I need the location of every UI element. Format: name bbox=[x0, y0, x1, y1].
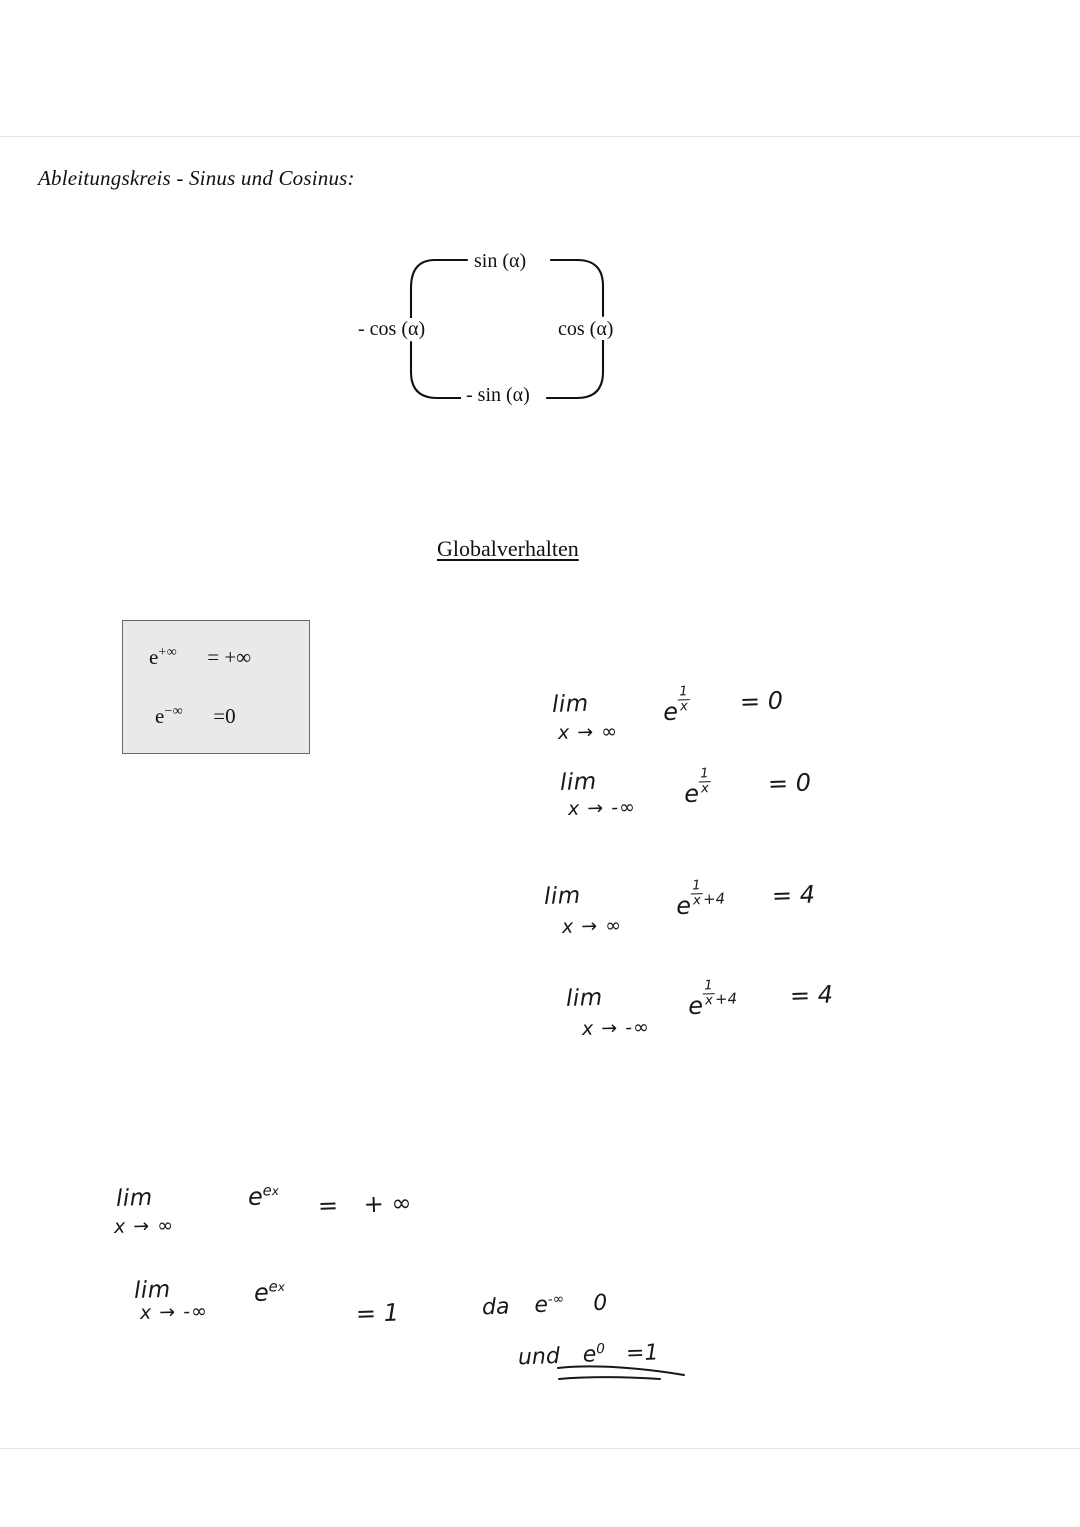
fact-equals: = bbox=[207, 645, 220, 669]
handwritten-limit-3-result: = 4 bbox=[772, 881, 816, 910]
fraction-numerator: 1 bbox=[702, 978, 715, 995]
fraction-numerator: 1 bbox=[677, 684, 690, 701]
handwritten-limit-2-result: = 0 bbox=[768, 769, 812, 798]
result-equals: = bbox=[767, 769, 789, 798]
note-base: e bbox=[534, 1293, 549, 1319]
result-value: 0 bbox=[767, 686, 784, 716]
fact-base: e bbox=[155, 704, 165, 728]
fact-exponent: −∞ bbox=[164, 704, 184, 719]
fraction-denominator: x bbox=[704, 993, 714, 1009]
result-value: 0 bbox=[795, 768, 812, 798]
expr-base: e bbox=[247, 1182, 264, 1211]
fact-result: +∞ bbox=[224, 645, 252, 669]
fact-line-positive-infinity: e+∞= +∞ bbox=[149, 645, 251, 670]
handwritten-limit-6-expression: eex bbox=[253, 1277, 286, 1307]
result-value: + ∞ bbox=[363, 1188, 412, 1219]
expr-addend: +4 bbox=[714, 989, 738, 1009]
handwritten-limit-3-lim: lim bbox=[543, 882, 582, 910]
derivative-circle-arcs bbox=[409, 258, 605, 400]
derivative-circle-diagram: sin (α) cos (α) - sin (α) - cos (α) bbox=[353, 236, 675, 416]
fact-result: 0 bbox=[225, 704, 236, 728]
handwritten-limit-3-subscript: x → ∞ bbox=[561, 914, 623, 938]
fact-exponent: +∞ bbox=[158, 645, 178, 660]
diagram-label-neg-cos: - cos (α) bbox=[353, 318, 431, 340]
handwritten-double-underline bbox=[556, 1362, 686, 1388]
expr-exponent-superscript: x bbox=[271, 1183, 280, 1199]
note-value: 0 bbox=[592, 1290, 608, 1317]
fraction-denominator: x bbox=[692, 893, 702, 909]
handwritten-limit-5-result: = + ∞ bbox=[318, 1189, 412, 1220]
result-value: 4 bbox=[817, 980, 834, 1010]
handwritten-limit-6-result: = 1 bbox=[356, 1299, 400, 1328]
expr-base: e bbox=[662, 697, 679, 727]
result-equals: = bbox=[771, 881, 793, 910]
handwritten-limit-1-result: = 0 bbox=[740, 687, 784, 716]
diagram-label-cos: cos (α) bbox=[553, 318, 619, 340]
page-rule-bottom bbox=[0, 1448, 1080, 1449]
exponential-fact-box: e+∞= +∞ e−∞=0 bbox=[122, 620, 310, 754]
result-value: 4 bbox=[799, 880, 816, 910]
expr-base: e bbox=[253, 1278, 270, 1307]
result-value: 1 bbox=[383, 1298, 400, 1328]
result-equals: = bbox=[739, 687, 761, 716]
note-word: und bbox=[517, 1343, 561, 1371]
fact-equals: = bbox=[213, 704, 226, 728]
expr-base: e bbox=[683, 779, 700, 809]
handwritten-limit-6-lim: lim bbox=[133, 1276, 172, 1304]
expr-base: e bbox=[675, 891, 692, 921]
handwritten-note-da: da e-∞ 0 bbox=[481, 1290, 608, 1321]
expr-exponent-superscript: x bbox=[277, 1279, 286, 1295]
fact-line-negative-infinity: e−∞ =0 bbox=[155, 704, 236, 729]
diagram-label-sin: sin (α) bbox=[469, 250, 532, 272]
result-equals: = bbox=[355, 1299, 377, 1328]
note-word: da bbox=[481, 1294, 510, 1321]
page-title: Ableitungskreis - Sinus und Cosinus: bbox=[38, 166, 355, 190]
handwritten-limit-4-result: = 4 bbox=[790, 981, 834, 1010]
result-equals: = bbox=[789, 981, 811, 1010]
handwritten-limit-1-lim: lim bbox=[551, 690, 590, 718]
page-rule-top bbox=[0, 136, 1080, 137]
note-exponent: -∞ bbox=[547, 1291, 565, 1308]
fraction-denominator: x bbox=[700, 781, 710, 797]
handwritten-limit-4-subscript: x → -∞ bbox=[581, 1016, 651, 1040]
handwritten-limit-5-subscript: x → ∞ bbox=[113, 1214, 175, 1238]
handwritten-limit-2-lim: lim bbox=[559, 768, 598, 796]
expr-base: e bbox=[687, 991, 704, 1021]
result-equals: = bbox=[317, 1191, 339, 1220]
fraction-numerator: 1 bbox=[698, 766, 711, 783]
section-heading-globalverhalten: Globalverhalten bbox=[437, 536, 579, 561]
fraction-denominator: x bbox=[679, 699, 689, 715]
fraction-numerator: 1 bbox=[690, 878, 703, 895]
handwritten-limit-5-lim: lim bbox=[115, 1184, 154, 1212]
handwritten-limit-2-subscript: x → -∞ bbox=[567, 796, 637, 820]
handwritten-limit-5-expression: eex bbox=[247, 1181, 280, 1211]
handwritten-limit-4-lim: lim bbox=[565, 984, 604, 1012]
handwritten-limit-6-subscript: x → -∞ bbox=[139, 1300, 209, 1324]
fact-base: e bbox=[149, 645, 159, 669]
expr-addend: +4 bbox=[702, 889, 726, 909]
diagram-label-neg-sin: - sin (α) bbox=[461, 384, 535, 406]
handwritten-limit-1-subscript: x → ∞ bbox=[557, 720, 619, 744]
note-exponent: 0 bbox=[595, 1340, 606, 1358]
